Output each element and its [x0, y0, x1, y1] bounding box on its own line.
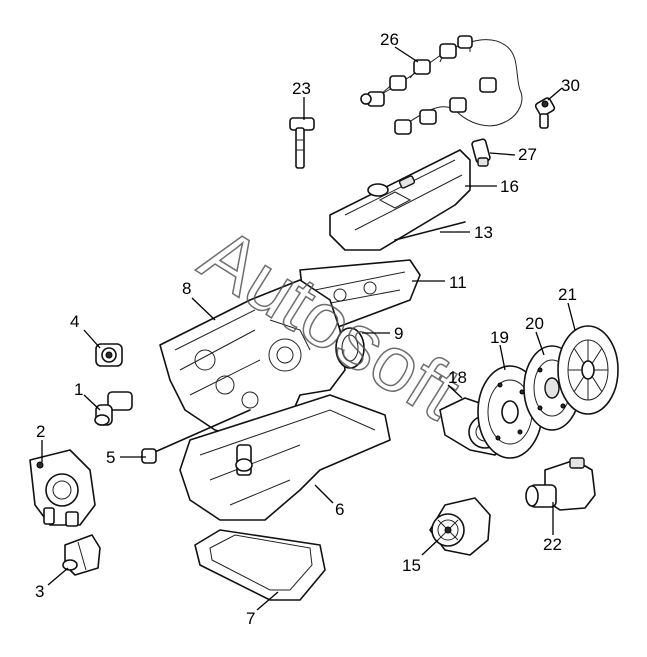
callout-3: 3: [35, 582, 44, 601]
callout-26: 26: [380, 30, 399, 49]
callout-6: 6: [335, 500, 344, 519]
part-3-oil-filter: [62, 534, 101, 576]
part-23-bolt: [289, 117, 315, 169]
callout-19: 19: [490, 328, 509, 347]
part-5-dipstick-tube: [141, 409, 251, 464]
callout-5: 5: [106, 448, 115, 467]
part-2-oil-pump: [29, 449, 96, 527]
part-21-pressure-plate: [557, 325, 619, 415]
callout-1: 1: [74, 380, 83, 399]
callout-30: 30: [561, 76, 580, 95]
part-27-sensor: [471, 138, 491, 167]
callout-11: 11: [449, 273, 467, 292]
callout-16: 16: [500, 177, 519, 196]
part-6-oil-pan-upper: [179, 394, 391, 521]
callout-18: 18: [448, 368, 467, 387]
leader-lines: [41, 46, 576, 611]
callout-15: 15: [402, 556, 421, 575]
part-7-oil-pan-lower: [194, 529, 326, 601]
part-1-thermostat-housing: [94, 391, 133, 426]
callout-22: 22: [543, 535, 562, 554]
part-16-valve-cover: [329, 149, 471, 251]
part-15-water-pump: [429, 497, 491, 556]
callout-4: 4: [70, 312, 79, 331]
callout-labels: 26 23 30 27 16 13 11 8 9 4 1 2 3 5 6 7 1…: [35, 30, 580, 628]
part-9-seal: [335, 327, 365, 369]
part-22-starter: [525, 457, 596, 511]
part-26-fuel-injector-harness: [360, 35, 523, 135]
callout-9: 9: [394, 324, 403, 343]
callout-13: 13: [474, 223, 493, 242]
part-30-sensor: [534, 97, 556, 129]
callout-8: 8: [182, 279, 191, 298]
callout-2: 2: [36, 422, 45, 441]
callout-7: 7: [246, 609, 255, 628]
part-4-bracket: [95, 343, 123, 367]
callout-27: 27: [518, 145, 537, 164]
part-13-gasket: [394, 221, 466, 241]
callout-20: 20: [525, 314, 544, 333]
callout-21: 21: [558, 285, 577, 304]
callout-23: 23: [292, 79, 311, 98]
part-8-engine-block: [159, 279, 346, 441]
